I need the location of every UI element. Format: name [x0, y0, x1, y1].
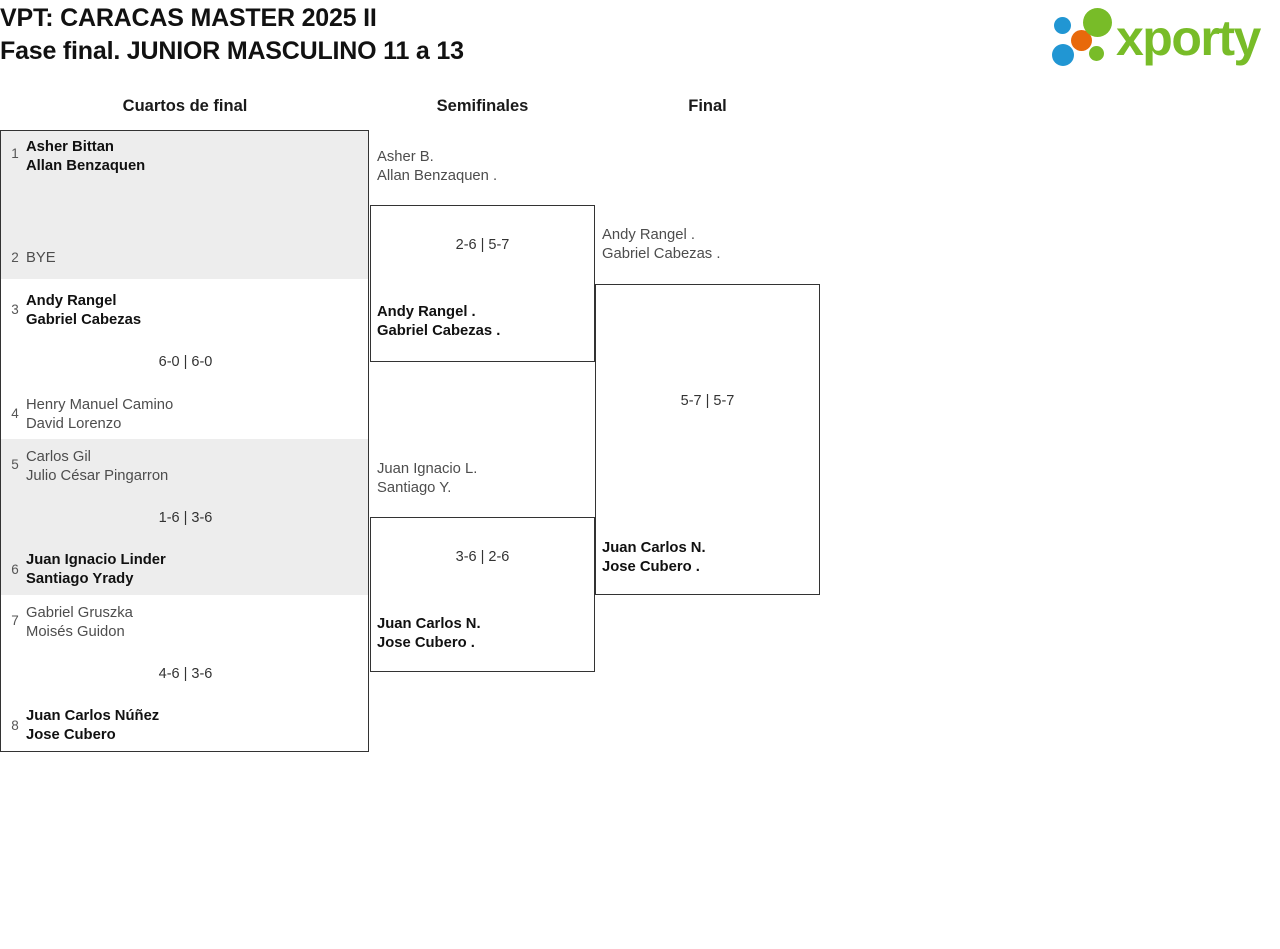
- player-name: Juan Ignacio Linder: [26, 552, 166, 568]
- semifinal-2-score: 3-6 | 2-6: [455, 549, 510, 565]
- player-name: Allan Benzaquen: [26, 157, 146, 174]
- team-name-bottom: Juan Carlos Núñez Jose Cubero: [26, 707, 159, 744]
- seed-number: 3: [11, 302, 19, 317]
- player-name: Jose Cubero .: [602, 558, 700, 575]
- player-name: Henry Manuel Camino: [26, 397, 174, 413]
- semifinal-2-team-top: Juan Ignacio L. Santiago Y.: [377, 460, 477, 497]
- tournament-phase: Fase final. JUNIOR MASCULINO 11 a 13: [0, 37, 464, 65]
- player-name: Jose Cubero .: [377, 634, 475, 651]
- player-name: Santiago Y.: [377, 479, 452, 496]
- player-name: Juan Carlos N.: [602, 540, 706, 556]
- team-name-bottom: Henry Manuel Camino David Lorenzo: [26, 396, 173, 433]
- bracket-match-qf3[interactable]: 5 Carlos Gil Julio César Pingarron 1-6 |…: [0, 439, 369, 595]
- round-header-quarterfinals: Cuartos de final: [122, 97, 248, 115]
- seed-number: 2: [11, 250, 19, 265]
- final-team-bottom: Juan Carlos N. Jose Cubero .: [602, 539, 706, 576]
- player-name: BYE: [26, 250, 56, 266]
- player-name: Andy Rangel .: [602, 227, 695, 243]
- player-name: Moisés Guidon: [26, 623, 125, 640]
- team-name-bottom: Juan Ignacio Linder Santiago Yrady: [26, 551, 166, 588]
- semifinal-2-team-bottom: Juan Carlos N. Jose Cubero .: [377, 615, 481, 652]
- round-header-final: Final: [688, 97, 727, 115]
- page-header: VPT: CARACAS MASTER 2025 II Fase final. …: [0, 0, 1280, 88]
- seed-number: 8: [11, 718, 19, 733]
- team-name-top: Andy Rangel Gabriel Cabezas: [26, 292, 141, 329]
- bracket-match-sf1[interactable]: [370, 205, 595, 362]
- tournament-name: VPT: CARACAS MASTER 2025 II: [0, 4, 377, 32]
- seed-number: 4: [11, 406, 19, 421]
- player-name: Gabriel Cabezas .: [602, 245, 721, 262]
- logo-dot-green-large-icon: [1083, 8, 1112, 37]
- bracket-match-sf2[interactable]: [370, 517, 595, 672]
- seed-number: 1: [11, 146, 19, 161]
- semifinal-1-team-bottom: Andy Rangel . Gabriel Cabezas .: [377, 303, 500, 340]
- player-name: Santiago Yrady: [26, 570, 134, 587]
- bracket-match-qf1[interactable]: 1 Asher Bittan Allan Benzaquen 2 BYE: [0, 130, 369, 279]
- player-name: Julio César Pingarron: [26, 467, 169, 484]
- logo-dot-blue-large-icon: [1052, 44, 1074, 66]
- seed-number: 7: [11, 613, 19, 628]
- final-team-top: Andy Rangel . Gabriel Cabezas .: [602, 226, 720, 263]
- player-name: Juan Ignacio L.: [377, 461, 478, 477]
- player-name: Asher B.: [377, 149, 434, 165]
- player-name: David Lorenzo: [26, 415, 122, 432]
- bracket-match-qf4[interactable]: 7 Gabriel Gruszka Moisés Guidon 4-6 | 3-…: [0, 595, 369, 752]
- logo-dot-orange-icon: [1071, 30, 1092, 51]
- logo-wordmark: xporty: [1116, 10, 1261, 66]
- player-name: Andy Rangel .: [377, 304, 476, 320]
- team-name-top: Carlos Gil Julio César Pingarron: [26, 448, 168, 485]
- team-name-bottom: BYE: [26, 249, 56, 268]
- player-name: Juan Carlos N.: [377, 616, 481, 632]
- seed-number: 6: [11, 562, 19, 577]
- bracket-match-qf2[interactable]: 3 Andy Rangel Gabriel Cabezas 6-0 | 6-0 …: [0, 279, 369, 439]
- round-header-semifinals: Semifinales: [436, 97, 529, 115]
- match-score: 4-6 | 3-6: [158, 666, 213, 682]
- match-score: 6-0 | 6-0: [158, 354, 213, 370]
- player-name: Juan Carlos Núñez: [26, 708, 160, 724]
- semifinal-1-team-top: Asher B. Allan Benzaquen .: [377, 148, 497, 185]
- xporty-logo[interactable]: xporty: [1052, 6, 1276, 68]
- team-name-top: Asher Bittan Allan Benzaquen: [26, 138, 145, 175]
- logo-dots-icon: [1052, 6, 1126, 68]
- seed-number: 5: [11, 457, 19, 472]
- player-name: Andy Rangel: [26, 293, 117, 309]
- match-score: 1-6 | 3-6: [158, 510, 213, 526]
- player-name: Gabriel Gruszka: [26, 605, 133, 621]
- logo-dot-blue-small-icon: [1054, 17, 1071, 34]
- player-name: Allan Benzaquen .: [377, 167, 498, 184]
- team-name-top: Gabriel Gruszka Moisés Guidon: [26, 604, 133, 641]
- player-name: Asher Bittan: [26, 139, 114, 155]
- bracket-match-final[interactable]: [595, 284, 820, 595]
- semifinal-1-score: 2-6 | 5-7: [455, 237, 510, 253]
- player-name: Gabriel Cabezas: [26, 311, 142, 328]
- player-name: Jose Cubero: [26, 726, 116, 743]
- logo-dot-green-small-icon: [1089, 46, 1104, 61]
- final-score: 5-7 | 5-7: [680, 393, 735, 409]
- player-name: Carlos Gil: [26, 449, 91, 465]
- page-title: VPT: CARACAS MASTER 2025 II Fase final. …: [0, 2, 464, 68]
- player-name: Gabriel Cabezas .: [377, 322, 501, 339]
